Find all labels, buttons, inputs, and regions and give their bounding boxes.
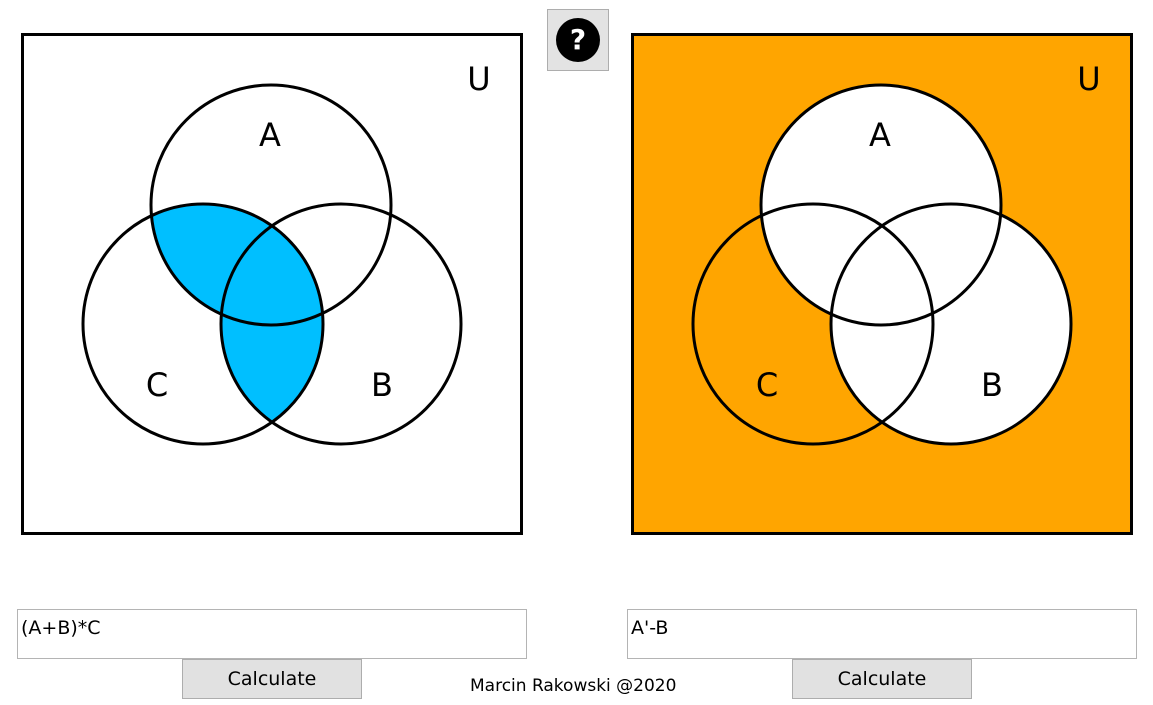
- set-label-a: A: [869, 116, 891, 154]
- venn-diagram-right: U A C B: [631, 33, 1133, 535]
- venn-diagram-left: U A C B: [21, 33, 523, 535]
- region-b-c: [221, 204, 323, 444]
- set-label-c: C: [756, 366, 778, 404]
- venn-svg-left: U A C B: [21, 33, 523, 535]
- circle-c: [691, 202, 935, 446]
- circle-a: [149, 83, 393, 327]
- set-label-c: C: [146, 366, 168, 404]
- question-icon: ?: [556, 18, 600, 62]
- universe-label: U: [1077, 60, 1100, 98]
- set-label-a: A: [259, 116, 281, 154]
- help-button[interactable]: ?: [547, 9, 609, 71]
- expression-input-left[interactable]: (A+B)*C: [17, 609, 527, 659]
- circle-b: [829, 202, 1073, 446]
- circle-b: [219, 202, 463, 446]
- set-label-b: B: [371, 366, 393, 404]
- calculate-button-left[interactable]: Calculate: [182, 659, 362, 699]
- universe-label: U: [467, 60, 490, 98]
- author-credit: Marcin Rakowski @2020: [470, 676, 677, 696]
- circle-c: [81, 202, 325, 446]
- region-b: [831, 204, 1071, 444]
- set-label-b: B: [981, 366, 1003, 404]
- calculate-button-right[interactable]: Calculate: [792, 659, 972, 699]
- circle-a: [759, 83, 1003, 327]
- expression-input-right[interactable]: A'-B: [627, 609, 1137, 659]
- venn-svg-right: U A C B: [631, 33, 1133, 535]
